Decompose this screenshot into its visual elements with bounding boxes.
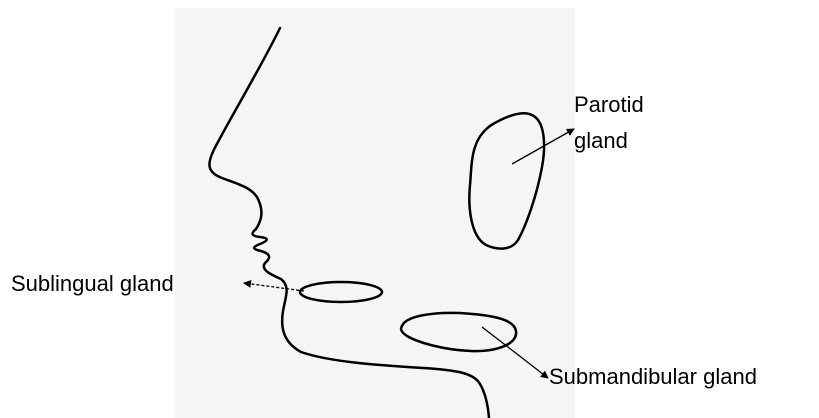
faint-page-background [175,8,575,418]
parotid-label-line2: gland [574,128,628,154]
submandibular-label: Submandibular gland [549,364,757,390]
sublingual-label: Sublingual gland [11,271,174,297]
parotid-label-line1: Parotid [574,92,644,118]
